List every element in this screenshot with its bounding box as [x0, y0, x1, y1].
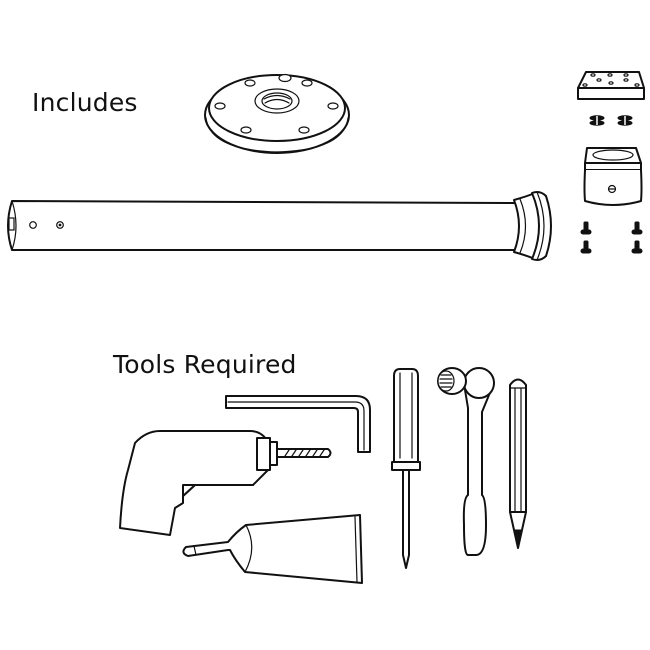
top-plate-icon — [577, 71, 645, 100]
bracket-housing-icon — [583, 147, 643, 206]
pencil-icon — [509, 378, 527, 549]
screwdriver-icon — [391, 368, 421, 569]
includes-heading: Includes — [32, 88, 138, 117]
washers-icon — [589, 115, 633, 126]
drill-icon — [119, 430, 332, 536]
socket-wrench-icon — [437, 367, 495, 556]
screws-icon — [580, 221, 643, 254]
mounting-flange-icon — [204, 73, 350, 154]
tools-required-heading: Tools Required — [113, 350, 297, 379]
leg-tube-icon — [7, 191, 552, 261]
adhesive-tube-icon — [182, 514, 363, 584]
hex-key-icon — [225, 395, 371, 453]
